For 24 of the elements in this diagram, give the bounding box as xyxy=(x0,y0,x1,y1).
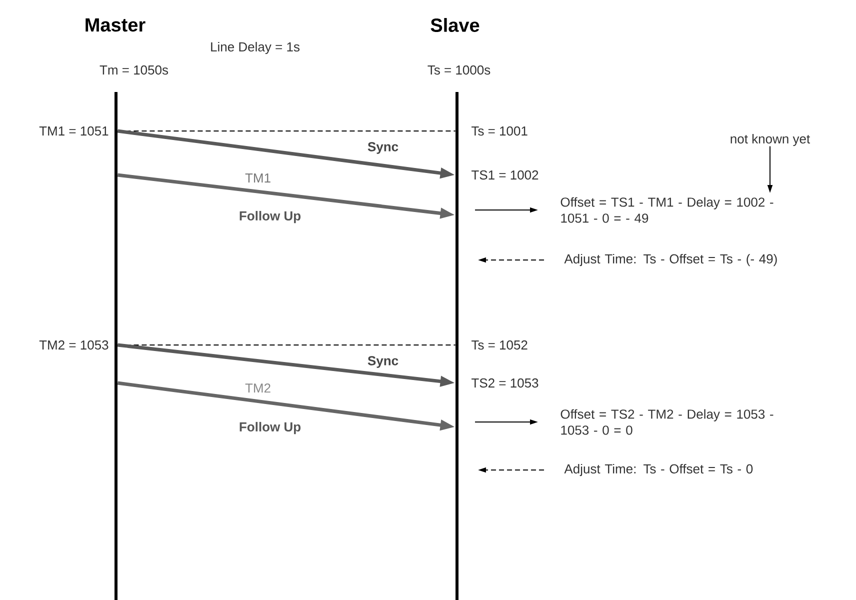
edge-label: Sync xyxy=(368,356,398,368)
edge-label: Follow Up xyxy=(240,210,301,224)
message-label: TM1 xyxy=(245,174,270,182)
edge-label: Follow Up xyxy=(240,422,301,434)
delay-label: Line Delay = 1s xyxy=(211,42,300,54)
heading: Slave xyxy=(430,18,480,32)
edge-label: Sync xyxy=(368,142,398,154)
timestamp-label: Ts = 1001 xyxy=(472,126,528,136)
heading: Master xyxy=(86,18,146,32)
lifeline xyxy=(456,92,458,600)
message-label: TM2 xyxy=(245,383,270,393)
timestamp-label: TS2 = 1053 xyxy=(472,378,538,388)
timestamp-label: TM1 = 1051 xyxy=(39,126,108,136)
formula-text: Adjust Time: Ts - Offset = Ts - 0 xyxy=(564,464,753,476)
timestamp-label: TS1 = 1002 xyxy=(472,170,538,180)
clock-label: Tm = 1050s xyxy=(100,65,168,75)
note-text: not known yet xyxy=(730,134,810,146)
clock-label: Ts = 1000s xyxy=(428,65,490,75)
formula-text: Adjust Time: Ts - Offset = Ts - (- 49) xyxy=(564,254,777,266)
formula-text: Offset = TS1 - TM1 - Delay = 1002 - 1051 - 0 = - 49 xyxy=(560,197,774,223)
lifeline xyxy=(114,92,118,600)
formula-text: Offset = TS2 - TM2 - Delay = 1053 - 1053 - 0 = 0 xyxy=(560,409,774,435)
timestamp-label: TM2 = 1053 xyxy=(39,340,108,350)
timestamp-label: Ts = 1052 xyxy=(472,340,528,350)
